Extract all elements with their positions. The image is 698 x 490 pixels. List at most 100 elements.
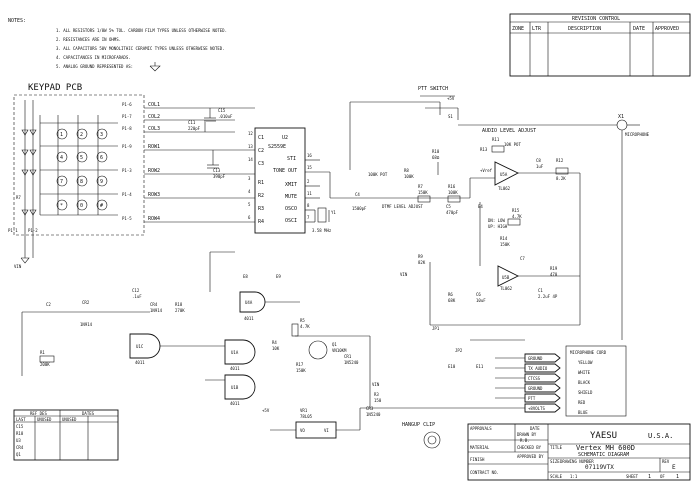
svg-text:3: 3 xyxy=(248,176,251,181)
svg-text:C6: C6 xyxy=(476,292,481,297)
svg-text:XMIT: XMIT xyxy=(285,182,297,188)
net-col3: COL3 xyxy=(148,126,160,132)
svg-text:VI: VI xyxy=(324,428,329,433)
svg-text:S1: S1 xyxy=(448,114,453,119)
svg-text:10uF: 10uF xyxy=(476,298,486,303)
svg-text:.1uF: .1uF xyxy=(132,294,142,299)
svg-text:R18: R18 xyxy=(16,431,24,436)
svg-text:1uF: 1uF xyxy=(536,164,544,169)
opamp-u5b-section: E4 R15 4.7K DN: LOW UP: HIGH R14 150K R9… xyxy=(400,202,580,325)
svg-text:68Ω: 68Ω xyxy=(432,155,440,160)
title-block: APPROVALS DATE DRAWN BY R.B. CHECKED BY … xyxy=(467,423,691,481)
key-5: 5 xyxy=(76,151,88,163)
svg-text:R6: R6 xyxy=(448,292,453,297)
keypad-pin-p1-1: P1-1 xyxy=(8,228,18,233)
svg-text:TONE OUT: TONE OUT xyxy=(273,168,297,174)
svg-text:R1: R1 xyxy=(258,180,264,186)
svg-text:1: 1 xyxy=(676,474,679,480)
net-row1: ROW1 xyxy=(148,144,160,150)
dtmf-level-adjust: 100K POT R7 150K R16 100K R8 100K C4 150… xyxy=(329,168,495,215)
svg-text:CR4: CR4 xyxy=(16,445,24,450)
svg-text:78L05: 78L05 xyxy=(300,414,313,419)
microphone-x1: X1 MICROPHONE xyxy=(458,114,650,340)
svg-text:15: 15 xyxy=(307,165,312,170)
drawing-number: 07119VTX xyxy=(585,464,614,471)
svg-text:SCALE: SCALE xyxy=(550,474,563,479)
key-0: 0 xyxy=(76,199,88,211)
svg-text:UP: HIGH: UP: HIGH xyxy=(488,224,508,229)
svg-text:PTT: PTT xyxy=(528,396,536,401)
svg-text:E9: E9 xyxy=(276,274,281,279)
svg-text:R3: R3 xyxy=(374,392,379,397)
svg-text:JP1: JP1 xyxy=(432,326,440,331)
svg-text:10K POT: 10K POT xyxy=(504,142,521,147)
ptt-switch[interactable]: PTT SWITCH +5V S1 xyxy=(349,86,459,170)
svg-text:220pF: 220pF xyxy=(188,126,201,131)
svg-text:R11: R11 xyxy=(492,137,500,142)
note-5: 5. ANALOG GROUND REPRESENTED AS: xyxy=(56,64,133,69)
svg-text:BLUE: BLUE xyxy=(578,410,588,415)
svg-text:16: 16 xyxy=(307,153,312,158)
svg-text:4: 4 xyxy=(60,155,63,161)
svg-text:MICROPHONE: MICROPHONE xyxy=(625,132,650,137)
note-2: 2. RESISTANCES ARE IN OHMS. xyxy=(56,37,121,42)
svg-text:CR2: CR2 xyxy=(82,300,90,305)
svg-text:C8: C8 xyxy=(536,158,541,163)
svg-text:14: 14 xyxy=(248,157,253,162)
net-tx-audio: TX AUDIO xyxy=(524,363,561,373)
capacitor-c13: C13 390pF xyxy=(207,150,226,179)
svg-text:BLACK: BLACK xyxy=(578,380,591,385)
revision-col-description: DESCRIPTION xyxy=(568,26,601,32)
svg-text:DN: LOW: DN: LOW xyxy=(488,218,505,223)
svg-text:1: 1 xyxy=(60,132,63,138)
hangup-clip[interactable]: HANGUP CLIP xyxy=(402,422,441,449)
opamp-u5a: U5A TL062 xyxy=(494,161,520,191)
svg-text:+5V: +5V xyxy=(447,96,455,101)
svg-text:VIN: VIN xyxy=(400,272,408,277)
svg-text:Y1: Y1 xyxy=(331,210,336,215)
svg-text:C2: C2 xyxy=(46,302,51,307)
svg-text:390pF: 390pF xyxy=(213,174,226,179)
svg-text:2.2uF 4P: 2.2uF 4P xyxy=(538,294,558,299)
svg-text:8: 8 xyxy=(307,203,310,208)
mic-cord-title: MICROPHONE CORD xyxy=(570,350,607,355)
svg-text:E4: E4 xyxy=(478,204,483,209)
gate-u4a: U4A 4011 xyxy=(239,291,266,321)
svg-text:4.7K: 4.7K xyxy=(512,214,522,219)
svg-text:Q1: Q1 xyxy=(332,342,337,347)
svg-text:4011: 4011 xyxy=(230,401,240,406)
key-4: 4 xyxy=(56,151,68,163)
company-name: YAESU xyxy=(590,431,617,441)
svg-text:AUDIO LEVEL ADJUST: AUDIO LEVEL ADJUST xyxy=(482,128,536,134)
svg-text:200K: 200K xyxy=(40,362,50,367)
svg-text:2: 2 xyxy=(307,179,310,184)
logic-section: C2 CR2 1N914 R1 200K C12 .1uF CR4 1N914 … xyxy=(21,251,300,406)
svg-text:8.2K: 8.2K xyxy=(556,176,566,181)
svg-text:C7: C7 xyxy=(520,256,525,261)
u2-dtmf-ic: U2 S2559E C1 C2 C3 R1 R2 R3 R4 STI TONE … xyxy=(248,127,330,234)
svg-text:150K: 150K xyxy=(500,242,510,247)
svg-text:E11: E11 xyxy=(476,364,484,369)
svg-text:TL062: TL062 xyxy=(498,186,511,191)
svg-text:7: 7 xyxy=(60,179,63,185)
note-3: 3. ALL CAPACITORS 50V MONOLITHIC CERAMIC… xyxy=(56,46,225,51)
svg-text:1N914: 1N914 xyxy=(150,308,163,313)
svg-text:U5A: U5A xyxy=(500,172,508,177)
net-row4: ROW4 xyxy=(148,216,160,222)
net-col2: COL2 xyxy=(148,114,160,120)
audio-level-adjust: AUDIO LEVEL ADJUST R11 10K POT R13 R10 6… xyxy=(432,128,581,325)
gate-u1b: U1B 4011 xyxy=(224,374,256,406)
keypad-vin-label: VIN xyxy=(14,264,22,269)
revision-title: REVISION CONTROL xyxy=(572,16,620,22)
net-row3: ROW3 xyxy=(148,192,160,198)
svg-text:470: 470 xyxy=(550,272,558,277)
keypad-pin: P1-8 xyxy=(122,126,132,131)
keypad-pin: P1-3 xyxy=(122,168,132,173)
key-6: 6 xyxy=(96,151,108,163)
svg-text:R8: R8 xyxy=(404,168,409,173)
svg-text:CONTRACT NO.: CONTRACT NO. xyxy=(470,470,499,475)
svg-text:YELLOW: YELLOW xyxy=(578,360,593,365)
svg-text:10K: 10K xyxy=(272,346,280,351)
notes-block: NOTES: 1. ALL RESISTORS 1/8W 5% TOL. CAR… xyxy=(8,18,227,72)
